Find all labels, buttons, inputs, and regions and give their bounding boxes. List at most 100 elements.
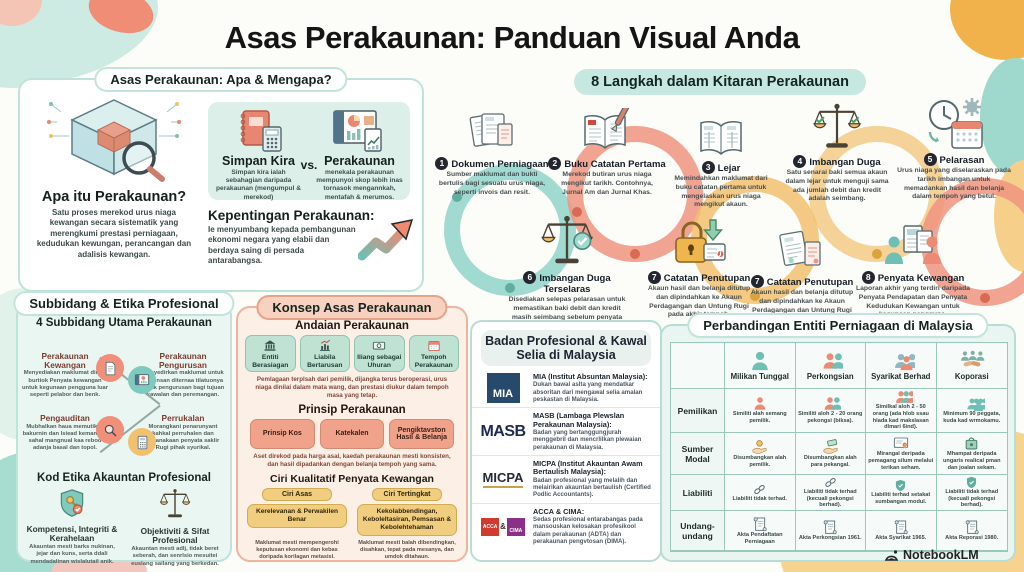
notebooklm-watermark: NotebookLM xyxy=(884,548,979,562)
ledger-book-icon xyxy=(664,100,778,158)
documents-icon xyxy=(434,96,550,154)
prinsip-kos: Prinsip Kos xyxy=(250,419,315,450)
field-perakaunan-pengurusan: Perakaunan Pengurusan Menyedirkan maklum… xyxy=(141,351,225,399)
calendar-icon xyxy=(427,339,441,352)
masb-logo: MASB xyxy=(480,422,526,440)
cell-pemilikan-1: Similiti alah semang pemilik. xyxy=(725,389,796,433)
cell-modal-3: Mirangal deripada pemagang silum melalui… xyxy=(866,433,937,475)
savings-safe-icon xyxy=(963,435,980,451)
apa-definition-block: Apa itu Perakaunan? Satu proses merekod … xyxy=(28,96,200,260)
step-number: 7 xyxy=(750,275,764,288)
step-number: 1 xyxy=(435,157,449,170)
step-text: Memindahkan maklumat dari buku catatan p… xyxy=(674,175,768,209)
page-title: Asas Perakaunan: Panduan Visual Anda xyxy=(224,20,800,55)
table-corner xyxy=(671,343,725,389)
andaian-title: Andaian Perakaunan xyxy=(295,320,409,332)
cell-pemilikan-4: Minimum 90 peggata, kuda kad wrmokamu. xyxy=(936,389,1007,433)
ciri-asas-box: Kerelevanan & Perwakilen Benar xyxy=(247,504,347,529)
cell-undang-2: Akta Perkongsian 1961. xyxy=(795,511,866,551)
andaian-liabila: Liabila Bertarusan xyxy=(299,335,350,373)
apa-what-title: Apa itu Perakaunan? xyxy=(41,189,187,205)
cell-modal-2: Disumbangkan alah para pekangal. xyxy=(795,433,866,475)
three-people-icon xyxy=(887,350,915,372)
dashboard-report-icon xyxy=(309,108,410,154)
cell-liabiliti-3: Liabiliti terhad setakat sumbangan modul… xyxy=(866,475,937,511)
cell-modal-1: Disumbangkan alah pemilik. xyxy=(725,433,796,475)
acca-cima-logo: ACCA & CIMA xyxy=(479,517,527,536)
simpan-kira-side: Simpan Kira Simpan kira ialah sebahagian… xyxy=(208,102,309,201)
act-scroll-icon xyxy=(822,519,838,535)
perbandingan-header: Perbandingan Entiti Perniagaan di Malays… xyxy=(687,313,989,338)
simpan-kira-vs-perakaunan: Simpan Kira Simpan kira ialah sebahagian… xyxy=(208,102,410,201)
chain-link-icon xyxy=(823,476,838,489)
act-scroll-icon xyxy=(893,519,909,535)
data-cube-illustration-icon xyxy=(47,99,181,182)
ciri-asas-col: Ciri Asas Kerelevanan & Perwakilen Benar xyxy=(247,488,347,536)
simpan-kira-text: Simpan kira ialah sebahagian daripada pe… xyxy=(216,169,301,201)
step-number: 8 xyxy=(861,271,875,284)
step-number: 3 xyxy=(701,161,715,174)
column-syarikat-berhad: Syarikat Berhad xyxy=(866,343,937,389)
people-report-icon xyxy=(848,210,978,268)
notes-hand-icon xyxy=(822,439,839,455)
panel-apa-header: Asas Perakaunan: Apa & Mengapa? xyxy=(94,67,348,92)
step-number: 5 xyxy=(923,153,937,166)
growth-chart-icon xyxy=(318,339,332,352)
ciri-notes: Maklumat mesti mempengerohi keputusan ek… xyxy=(238,540,466,561)
notebook-calculator-icon xyxy=(208,108,309,154)
step-text: Urus niaga yang diselaraskan pada tarikh… xyxy=(897,167,1011,201)
andaian-wang: Iliang sebagai Uhuran xyxy=(354,335,405,373)
chain-link-icon xyxy=(752,483,767,496)
ciri-columns: Ciri Asas Kerelevanan & Perwakilen Benar… xyxy=(238,488,466,537)
step-number: 4 xyxy=(793,155,807,168)
ciri-title: Ciri Kualitatif Penyata Kewangan xyxy=(270,473,434,486)
ethics-competence: Kompetensi, Integriti & Kerahelaan Akaun… xyxy=(26,488,118,566)
field-pengauditan: Pengauditan Mubhalkan haua memutikka bak… xyxy=(22,413,108,452)
limited-shield-icon xyxy=(894,479,907,492)
subbidang-icon-cluster xyxy=(94,352,161,460)
bank-icon xyxy=(263,339,277,352)
perakaunan-text: menekala perakaunan mempunyoi skop lebih… xyxy=(316,169,403,201)
money-note-icon xyxy=(372,339,386,352)
ciri-tertingkat-box: Kekolabbendingan, Keboleltasiran, Pemsas… xyxy=(357,504,457,537)
ciri-tertingkat-col: Ciri Tertingkat Kekolabbendingan, Kebole… xyxy=(357,488,457,537)
panel-subbidang-etika: Subbidang & Etika Profesional 4 Subbidan… xyxy=(13,291,235,567)
badan-entry-acca-cima: ACCA & CIMA ACCA & CIMA:Sedas profesiona… xyxy=(472,502,660,550)
badan-entry-masb: MASB MASB (Lambaga Plewslan Perakaunan M… xyxy=(472,407,660,455)
closing-documents-icon xyxy=(744,214,860,272)
cell-undang-3: Akta Syarikat 1965. xyxy=(866,511,937,551)
step-text: Sumber maklumat dan bukti bertulis bagi … xyxy=(438,171,546,196)
cell-liabiliti-4: Liabiliti tidak terhad (kecuali pekongsi… xyxy=(936,475,1007,511)
column-koperasi: Koporasi xyxy=(936,343,1007,389)
kepentingan-text: Ie menyumbang kepada pembangunan ekonomi… xyxy=(208,225,356,266)
simpan-kira-title: Simpan Kira xyxy=(222,154,295,168)
ethics-title: Kod Etika Akauntan Profesional xyxy=(36,472,212,484)
kepentingan-block: Kepentingan Perakaunan: Ie menyumbang ke… xyxy=(208,208,414,267)
scale-check-icon xyxy=(502,210,632,268)
notebooklm-logo-icon xyxy=(884,549,899,561)
row-label-sumber-modal: Sumber Modal xyxy=(671,433,725,475)
panel-subbidang-header: Subbidang & Etika Profesional xyxy=(13,291,235,316)
row-label-pemilikan: Pemilikan xyxy=(671,389,725,433)
subbidang-subtitle: 4 Subbidang Utama Perakaunan xyxy=(36,317,212,329)
panel-apa-mengapa: Asas Perakaunan: Apa & Mengapa? Apa itu … xyxy=(18,67,424,292)
cell-pemilikan-3: Similkal aloh 2 - 50 orang (ada hlob ssa… xyxy=(866,389,937,433)
act-scroll-icon xyxy=(752,516,768,532)
balance-scale-icon xyxy=(778,94,896,152)
cell-liabiliti-2: Liabiliti tidak terhad (kecuali pekongsi… xyxy=(795,475,866,511)
andaian-boxes: Entiti Berasiagan Liabila Bertarusan Ili… xyxy=(238,335,466,373)
tax-calculator-icon xyxy=(128,428,156,456)
two-people-icon xyxy=(817,350,843,372)
lock-transfer-icon xyxy=(638,210,760,268)
